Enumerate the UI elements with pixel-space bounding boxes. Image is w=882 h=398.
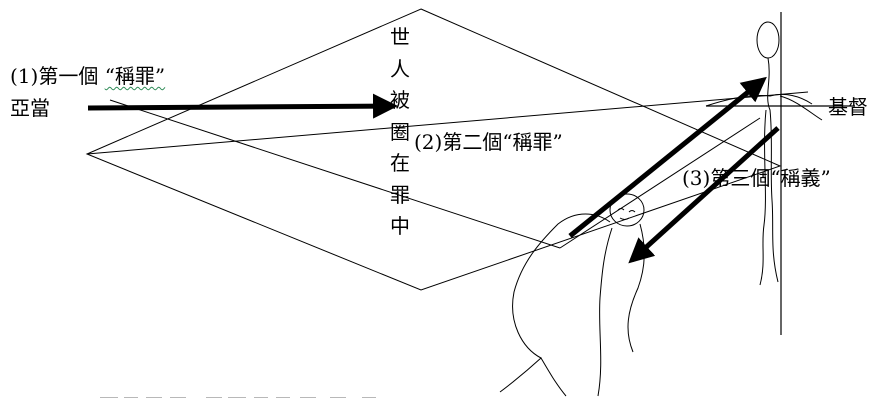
cross-line-a — [86, 91, 809, 155]
label-second-condemnation: (2)第二個“稱罪” — [414, 130, 563, 154]
label-first-prefix: (1)第一個 — [10, 64, 105, 88]
vertical-text-world-in-sin: 世 人 被 圈 在 罪 中 — [388, 22, 412, 243]
cross-line-c — [559, 117, 761, 249]
arrow-second-condemnation — [568, 76, 767, 238]
fallen-man-figure — [499, 193, 645, 397]
vertical-char: 圈 — [390, 119, 410, 144]
label-first-condemnation: (1)第一個 “稱罪” — [10, 64, 165, 88]
vertical-char: 世 — [390, 25, 410, 49]
vertical-char: 人 — [390, 56, 410, 81]
vertical-char: 中 — [390, 214, 410, 238]
christ-figure — [705, 21, 823, 286]
arrow-first-condemnation — [87, 93, 398, 119]
vertical-char: 在 — [390, 151, 410, 175]
cross-line-b — [109, 99, 561, 249]
vertical-char: 被 — [390, 88, 410, 112]
label-adam: 亞當 — [10, 96, 50, 120]
vertical-char: 罪 — [390, 182, 410, 207]
label-first-quote: “稱罪” — [104, 64, 166, 88]
label-christ: 基督 — [828, 95, 868, 119]
arrow-third-justification — [628, 126, 780, 264]
label-third-justification: (3)第三個“稱義” — [682, 166, 831, 190]
